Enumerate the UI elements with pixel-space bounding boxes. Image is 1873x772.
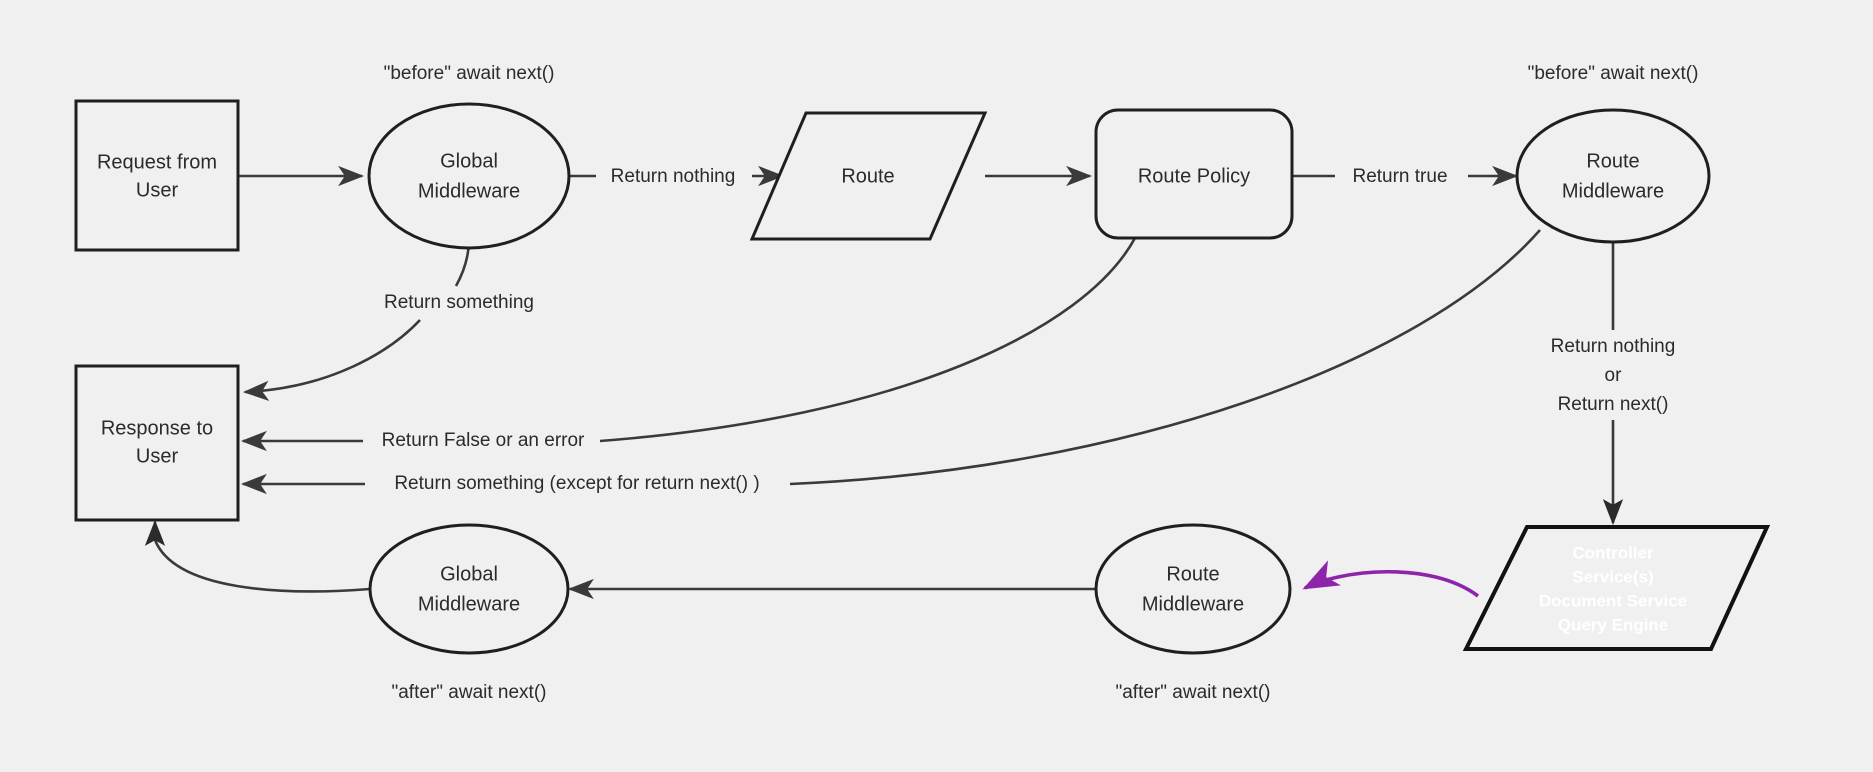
edge-label-return-something: Return something <box>384 292 534 313</box>
node-request-from-user-label-line2: User <box>136 179 179 201</box>
annotation-before-await-next-global: "before" await next() <box>384 63 555 84</box>
edge-label-return-nothing-or-next-line2: or <box>1605 365 1623 386</box>
node-global-middleware-before-label-line1: Global <box>440 150 498 172</box>
node-response-to-user[interactable]: Response to User <box>74 364 240 522</box>
edge-label-return-nothing-or-next-line1: Return nothing <box>1551 336 1676 357</box>
node-request-from-user-label-line1: Request from <box>97 151 217 173</box>
node-global-middleware-after-label-line1: Global <box>440 563 498 585</box>
annotation-after-await-next-global: "after" await next() <box>392 682 547 703</box>
node-route[interactable]: Route <box>749 111 988 241</box>
node-route-policy[interactable]: Route Policy <box>1094 108 1294 240</box>
edge-label-return-something-except-next: Return something (except for return next… <box>394 473 759 494</box>
node-global-middleware-after-label-line2: Middleware <box>418 593 520 615</box>
node-route-middleware-before-label-line2: Middleware <box>1562 180 1664 202</box>
edge-global-middleware-return-something-lower <box>242 319 421 401</box>
node-route-middleware-after-label-line1: Route <box>1166 563 1219 585</box>
node-controller-label-line3: Document Service <box>1539 591 1687 610</box>
edge-label-return-true: Return true <box>1352 166 1447 187</box>
node-route-middleware-before-label-line1: Route <box>1586 150 1639 172</box>
edge-label-return-nothing-or-next-line3: Return next() <box>1558 394 1669 415</box>
edge-label-return-false-or-error: Return False or an error <box>382 430 585 451</box>
edge-controller-to-route-middleware-after <box>1302 560 1480 598</box>
node-response-to-user-label-line2: User <box>136 445 179 467</box>
edge-label-return-nothing: Return nothing <box>611 166 736 187</box>
node-global-middleware-before-label-line2: Middleware <box>418 180 520 202</box>
node-route-policy-label: Route Policy <box>1138 165 1250 187</box>
node-controller-services[interactable]: Controller Service(s) Document Service Q… <box>1462 525 1771 651</box>
node-global-middleware-after[interactable]: Global Middleware <box>368 523 570 655</box>
node-controller-label-line1: Controller <box>1572 543 1654 562</box>
node-route-middleware-after[interactable]: Route Middleware <box>1094 523 1292 655</box>
node-request-from-user[interactable]: Request from User <box>74 99 240 252</box>
edge-route-middleware-return-something-curve <box>789 229 1541 486</box>
node-controller-label-line2: Service(s) <box>1572 567 1653 586</box>
node-controller-label-line4: Query Engine <box>1558 615 1669 634</box>
annotation-before-await-next-route: "before" await next() <box>1528 63 1699 84</box>
annotation-after-await-next-route: "after" await next() <box>1116 682 1271 703</box>
edge-route-policy-return-false-curve <box>599 237 1137 443</box>
node-route-label: Route <box>841 165 894 187</box>
node-global-middleware-before[interactable]: Global Middleware <box>367 102 571 250</box>
node-route-middleware-before[interactable]: Route Middleware <box>1515 108 1711 244</box>
edge-global-middleware-after-to-response <box>144 519 371 593</box>
node-response-to-user-label-line1: Response to <box>101 417 213 439</box>
node-route-middleware-after-label-line2: Middleware <box>1142 593 1244 615</box>
